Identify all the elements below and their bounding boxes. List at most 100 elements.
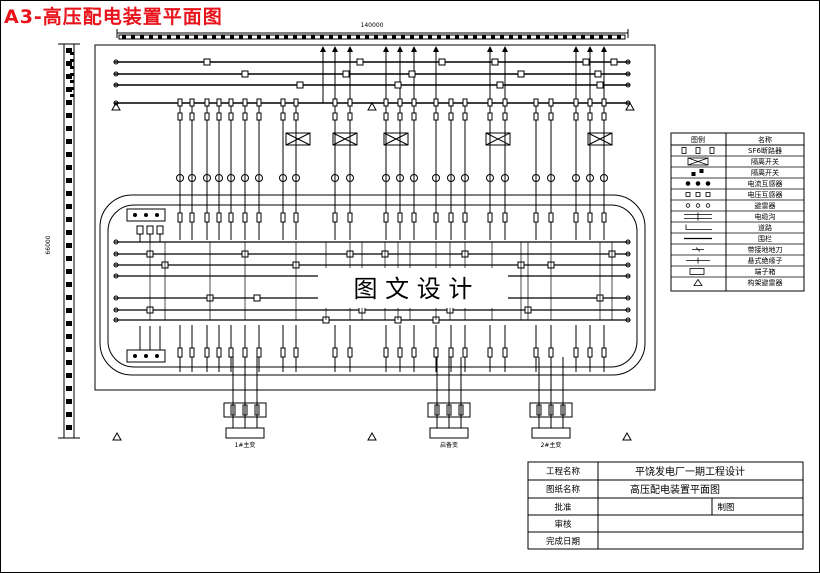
frame-arrester-icon (111, 101, 121, 111)
dimension-tick (66, 152, 72, 157)
grounding-isolator-icon (699, 169, 704, 173)
busbar-breaker (496, 81, 504, 89)
current-transformer-icon (396, 174, 404, 182)
current-transformer-icon (279, 174, 287, 182)
busbar-end-insulator (113, 82, 119, 88)
sf6-breaker-icon (433, 98, 439, 107)
sf6-breaker-icon (573, 112, 579, 121)
frame-arrester-icon (367, 431, 377, 441)
voltage-transformer-dot (133, 354, 137, 358)
frame-arrester-icon (112, 431, 122, 441)
sf6-breaker-icon (601, 112, 607, 121)
isolator-icon (485, 132, 511, 146)
dimension-tick (66, 360, 72, 365)
busbar-end-insulator (113, 273, 119, 279)
sf6-breaker-icon (601, 98, 607, 107)
bushing-icon (434, 404, 440, 416)
legend-item-name: 端子箱 (755, 267, 776, 276)
busbar-breaker (296, 81, 304, 89)
dimension-tick (410, 35, 414, 39)
busbar-breaker (438, 58, 446, 66)
sf6-breaker-icon (709, 147, 715, 154)
dimension-tick (66, 100, 72, 105)
busbar-breaker (517, 70, 525, 78)
busbar-breaker (610, 58, 618, 66)
dimension-tick (563, 35, 567, 39)
sf6-breaker-icon (228, 347, 234, 358)
transformer-2-base (429, 427, 469, 439)
legend-item-name: SF6断路器 (748, 146, 782, 155)
isolator-icon (687, 157, 709, 166)
busbar-end-insulator (625, 71, 631, 77)
current-transformer-icon (215, 174, 223, 182)
outgoing-arrow-icon (320, 46, 326, 52)
dimension-tick (70, 87, 74, 90)
sf6-breaker-icon (587, 98, 593, 107)
current-transformer-icon (255, 174, 263, 182)
sf6-breaker-icon (411, 112, 417, 121)
sf6-breaker-icon (383, 112, 389, 121)
dimension-tick (581, 35, 585, 39)
legend-item-name: 悬式绝缘子 (748, 256, 783, 265)
sf6-breaker-icon (695, 147, 701, 154)
sf6-breaker-icon (189, 98, 195, 107)
transformer-3 (529, 402, 573, 439)
sf6-breaker-icon (502, 347, 508, 358)
isolator-icon (687, 157, 709, 166)
bushing-icon (254, 404, 260, 416)
sf6-breaker-icon (533, 212, 539, 223)
dimension-tick (66, 321, 72, 326)
voltage-transformer-icon (695, 192, 701, 197)
sf6-breaker-icon (189, 212, 195, 223)
sf6-breaker-icon (177, 98, 183, 107)
current-transformer-icon (432, 174, 440, 182)
current-transformer-icon (501, 174, 509, 182)
busbar-breaker (356, 58, 364, 66)
current-transformer-icon (203, 174, 211, 182)
sf6-breaker-icon (433, 212, 439, 223)
dimension-tick (66, 191, 72, 196)
dimension-tick (66, 178, 72, 183)
sheet-title: A3-高压配电装置平面图 (4, 6, 223, 28)
dimension-tick (185, 35, 189, 39)
transformer-3-base (531, 427, 571, 439)
sf6-breaker-icon (242, 112, 248, 121)
sf6-breaker-icon (502, 98, 508, 107)
dimension-tick (248, 35, 252, 39)
voltage-transformer-icon (685, 192, 691, 197)
dimension-tick (311, 35, 315, 39)
sf6-breaker-icon (293, 212, 299, 223)
outgoing-arrow-icon (347, 46, 353, 52)
sf6-breaker-icon (411, 212, 417, 223)
current-transformer-icon (685, 181, 691, 186)
sf6-breaker-icon (462, 212, 468, 223)
dimension-tick (66, 165, 72, 170)
voltage-transformer-icon (705, 192, 711, 197)
sf6-breaker-icon (548, 212, 554, 223)
isolator-cross (383, 132, 409, 146)
frame-arrester-icon (693, 278, 703, 286)
dimension-tick (66, 126, 72, 131)
outgoing-arrow-icon (433, 46, 439, 52)
current-transformer-icon (586, 174, 594, 182)
legend-item-name: 带接地地刀 (748, 245, 783, 254)
cable-trench-icon (684, 212, 712, 221)
legend-item-name: 隔离开关 (751, 157, 779, 166)
current-transformer-icon (600, 174, 608, 182)
sf6-breaker-icon (383, 212, 389, 223)
grounding-isolator-icon (691, 172, 696, 176)
dimension-tick (500, 35, 504, 39)
sf6-breaker-icon (204, 98, 210, 107)
sf6-breaker-icon (448, 347, 454, 358)
sf6-breaker-icon (293, 98, 299, 107)
outer-fence (94, 44, 656, 391)
busbar-breaker (203, 58, 211, 66)
isolator-cross (485, 132, 511, 146)
busbar-breaker (253, 294, 261, 302)
sf6-breaker-icon (332, 112, 338, 121)
bushing-icon (446, 404, 452, 416)
approve-label: 批准 (554, 502, 572, 513)
sf6-breaker-icon (383, 98, 389, 107)
sf6-breaker-icon (347, 112, 353, 121)
arrester-icon (685, 203, 691, 208)
